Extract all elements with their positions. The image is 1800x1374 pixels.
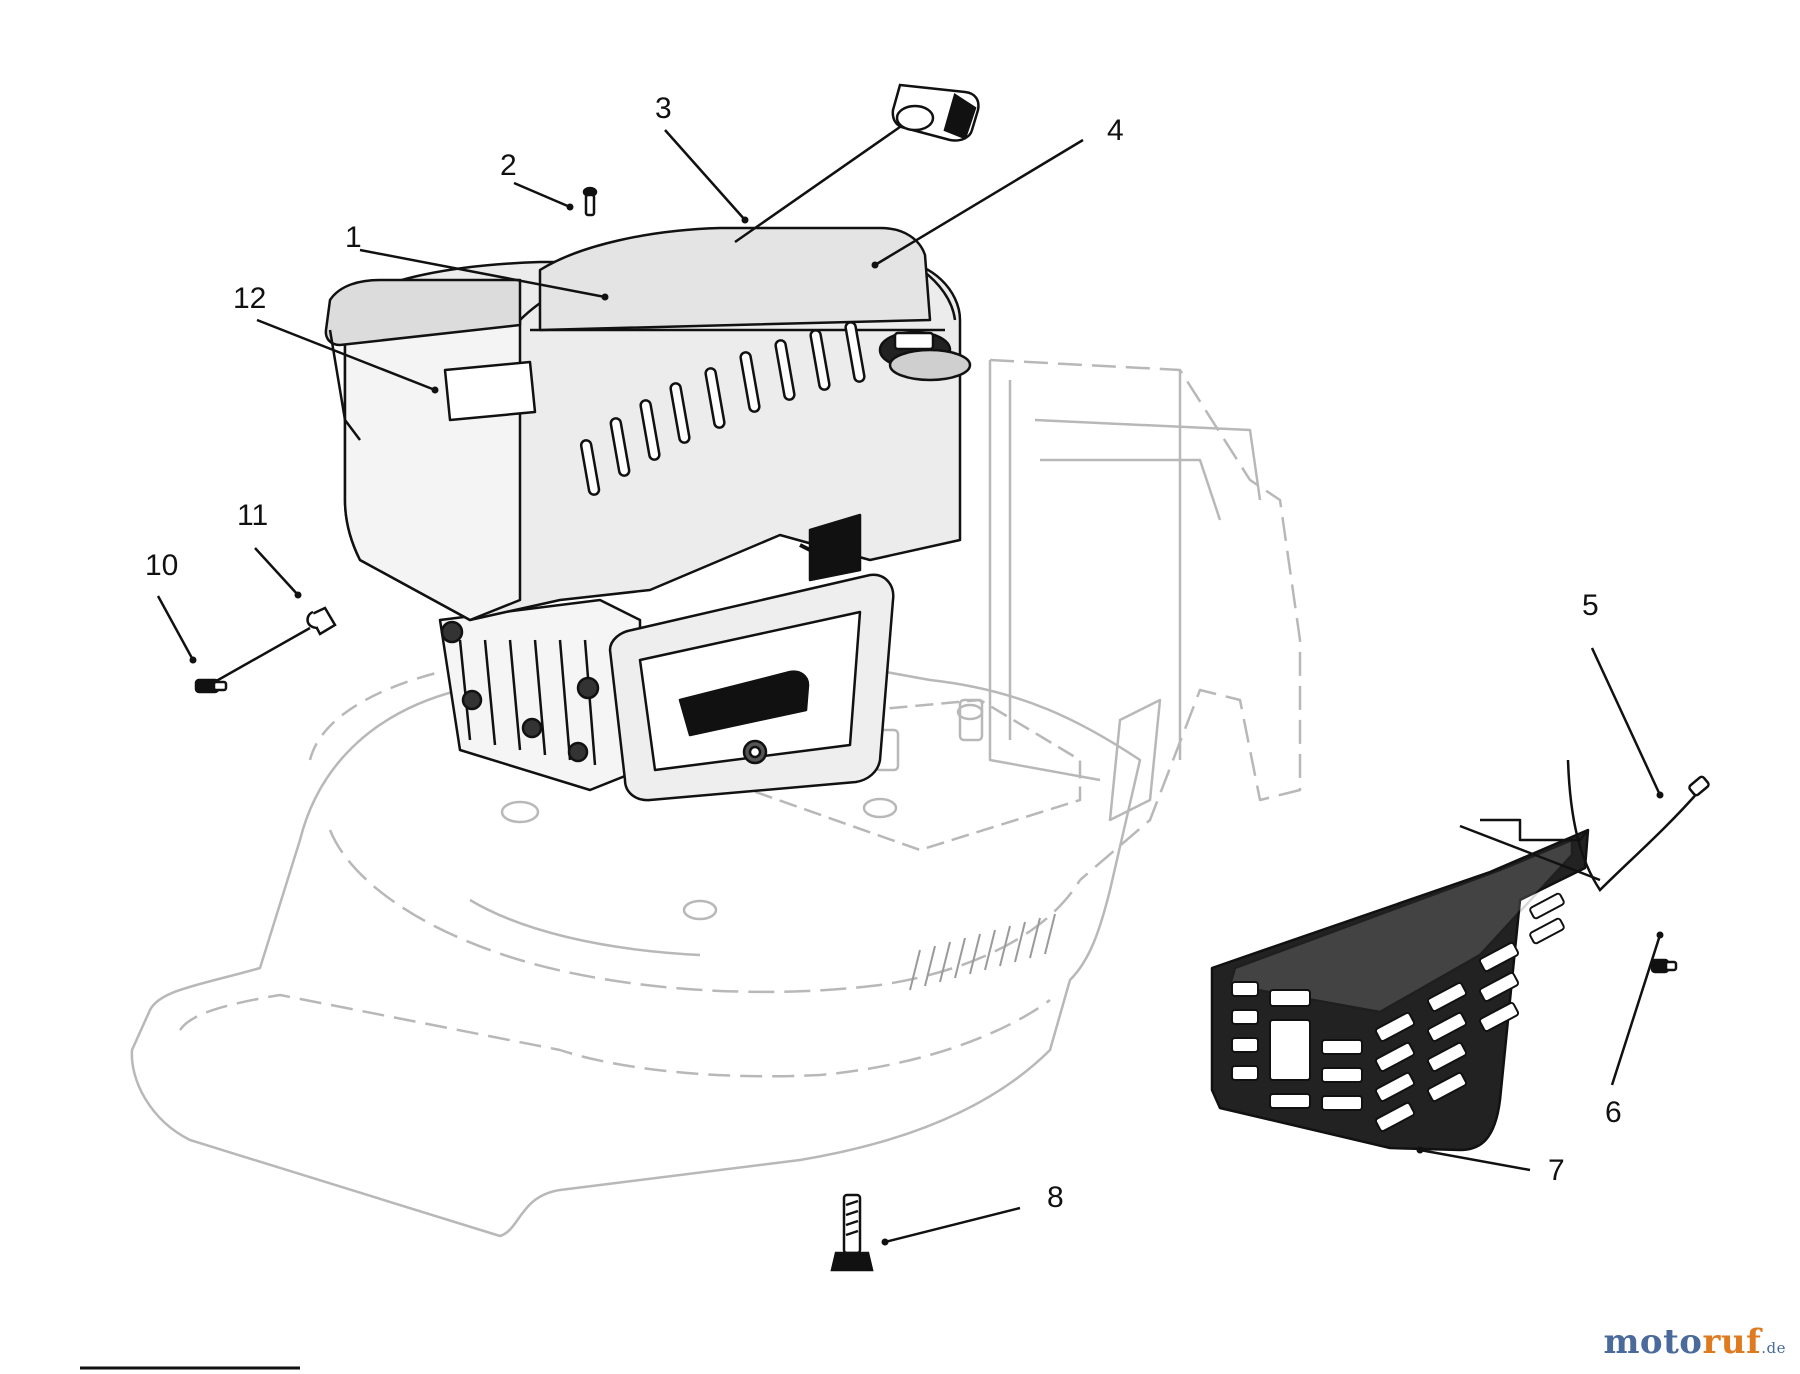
- watermark-logo: motoruf.de: [1603, 1322, 1786, 1362]
- fuel-cap: [878, 330, 972, 382]
- discharge-guard: [1210, 818, 1601, 1152]
- callout-label-7: 7: [1548, 1154, 1565, 1187]
- callout-label-12: 12: [233, 282, 266, 315]
- callout-label-5: 5: [1582, 589, 1599, 622]
- callout-label-1: 1: [345, 221, 362, 254]
- throttle-cable: [734, 83, 980, 244]
- callout-label-2: 2: [500, 149, 517, 182]
- muffler: [608, 573, 895, 802]
- decal-plate: [443, 360, 537, 422]
- engine-cylinder-fins: [438, 598, 642, 792]
- screw-2: [582, 186, 598, 217]
- mower-deck: [130, 358, 1302, 1238]
- leader-lines: [156, 129, 1662, 1244]
- watermark-part-3: .de: [1761, 1339, 1786, 1357]
- screw-10: [194, 678, 228, 694]
- bolt-8: [830, 1193, 874, 1272]
- screw-6: [1650, 958, 1678, 974]
- callout-label-6: 6: [1605, 1096, 1622, 1129]
- callout-label-8: 8: [1047, 1181, 1064, 1214]
- cable-5: [1566, 759, 1710, 892]
- callout-label-4: 4: [1107, 114, 1124, 147]
- bracket-11: [306, 606, 337, 636]
- leader-dots: [189, 203, 1664, 1246]
- callout-label-3: 3: [655, 92, 672, 125]
- watermark-part-2: ruf: [1702, 1322, 1762, 1362]
- watermark-part-1: moto: [1603, 1322, 1703, 1362]
- callout-label-11: 11: [237, 499, 268, 532]
- shroud-vents: [579, 321, 866, 496]
- callout-label-10: 10: [145, 549, 178, 582]
- engine-shroud: [324, 226, 972, 622]
- engine: [324, 226, 972, 802]
- throttle-grip: [891, 83, 980, 142]
